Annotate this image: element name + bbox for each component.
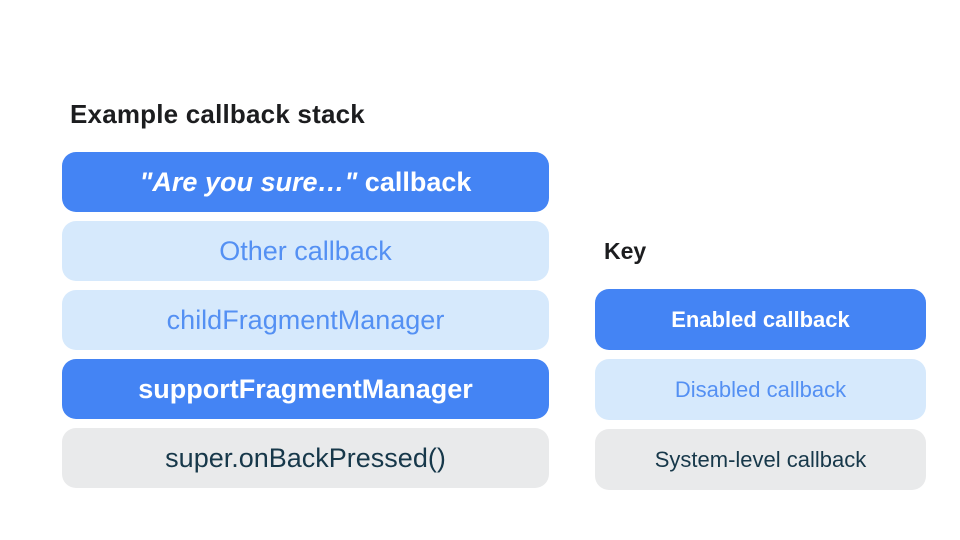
- key-title: Key: [604, 238, 647, 264]
- stack-item-support-fragment-manager: supportFragmentManager: [62, 359, 549, 419]
- key-item-disabled-callback: Disabled callback: [595, 359, 926, 420]
- stack-item-other-callback: Other callback: [62, 221, 549, 281]
- callback-stack-column: "Are you sure…" callback Other callback …: [62, 152, 549, 488]
- diagram-title: Example callback stack: [70, 99, 365, 129]
- stack-item-label-italic-part: "Are you sure…": [139, 166, 358, 197]
- stack-item-super-onbackpressed: super.onBackPressed(): [62, 428, 549, 488]
- key-item-system-level-callback: System-level callback: [595, 429, 926, 490]
- key-item-enabled-callback: Enabled callback: [595, 289, 926, 350]
- stack-item-are-you-sure-callback: "Are you sure…" callback: [62, 152, 549, 212]
- stack-item-child-fragment-manager: childFragmentManager: [62, 290, 549, 350]
- key-legend: Enabled callback Disabled callback Syste…: [595, 289, 926, 490]
- stack-item-label-rest-part: callback: [357, 166, 472, 197]
